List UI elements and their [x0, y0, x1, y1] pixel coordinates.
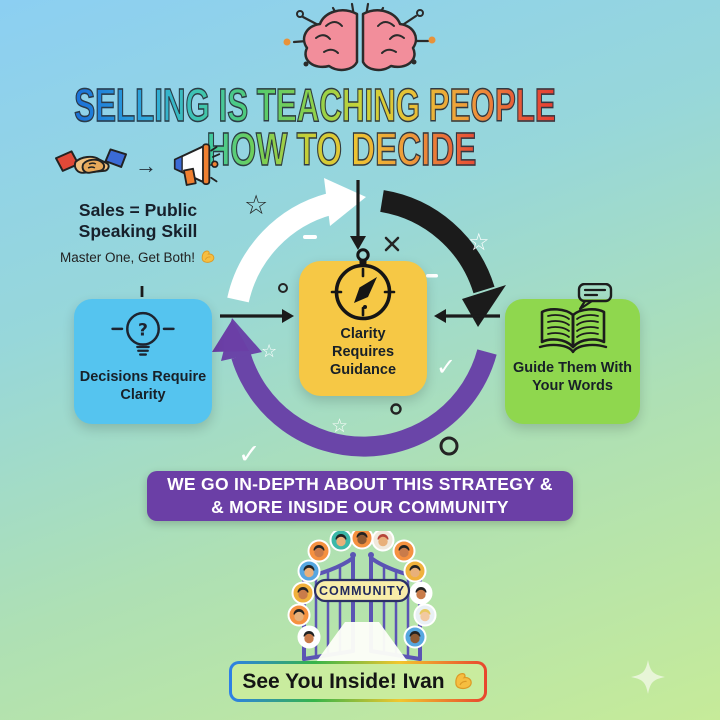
node-label: Clarity Requires Guidance: [329, 326, 397, 379]
banner-line-2: & MORE INSIDE OUR COMMUNITY: [211, 497, 509, 517]
right-node-arrow-head: [434, 309, 446, 323]
title-line-1-text: SELLING IS TEACHING PEOPLE: [74, 79, 556, 131]
star-decoration: ☆: [468, 228, 490, 256]
white-arc: [227, 193, 334, 303]
minus-decoration: [303, 235, 317, 239]
sales-heading: Sales = Public Speaking Skill: [78, 200, 198, 241]
title-line-1: SELLING IS TEACHING PEOPLE: [0, 79, 720, 131]
white-arc-arrowhead: [324, 178, 366, 226]
muscle-icon: [201, 250, 215, 263]
community-pill: [313, 578, 411, 603]
brain-icon: [283, 2, 436, 72]
cycle-arrows: [221, 178, 506, 457]
svg-text:?: ?: [138, 321, 148, 341]
black-arc-arrowhead: [462, 285, 506, 327]
handshake-icon: [54, 148, 128, 174]
ring-decoration: [390, 403, 402, 415]
footer-message: See You Inside! Ivan: [242, 669, 445, 693]
check-decoration: ✓: [238, 439, 261, 470]
sales-subheading: Master One, Get Both!: [59, 249, 196, 265]
sales-icons-row: →: [38, 140, 238, 192]
compass-icon: [330, 248, 396, 321]
node-label: Guide Them With Your Words: [512, 360, 633, 395]
title-line-2-text: HOW TO DECIDE: [206, 123, 477, 175]
star-decoration: ☆: [331, 415, 348, 437]
community-pill-label: COMMUNITY: [319, 584, 405, 598]
banner-line-1: WE GO IN-DEPTH ABOUT THIS STRATEGY &: [167, 473, 553, 494]
ring-decoration: [278, 283, 288, 293]
node-decisions-require-clarity: ? Decisions Require Clarity: [74, 299, 212, 424]
x-decoration: [384, 236, 400, 252]
left-node-arrow-head: [282, 309, 294, 323]
footer-signoff: See You Inside! Ivan: [229, 661, 487, 702]
purple-arc: [231, 349, 497, 457]
connector-arrows: [140, 180, 500, 323]
black-arc: [380, 190, 495, 294]
arrow-right-glyph: →: [135, 153, 157, 178]
sparkle-icon: [631, 660, 665, 694]
footer-signoff-inner: See You Inside! Ivan: [232, 664, 484, 699]
title-line-2: HOW TO DECIDE: [0, 123, 720, 175]
node-label: Decisions Require Clarity: [79, 369, 207, 404]
node-guide-them-with-your-words: Guide Them With Your Words: [505, 283, 640, 424]
star-decoration: ☆: [244, 190, 268, 221]
muscle-icon: [454, 673, 472, 690]
community-gates-illustration: COMMUNITY: [287, 531, 437, 662]
star-decoration: ☆: [261, 341, 277, 362]
gate-path: [316, 622, 408, 662]
down-arrow-head: [350, 236, 366, 250]
sales-subheading-row: Master One, Get Both!: [38, 249, 238, 265]
ring-decoration: [439, 436, 459, 456]
minus-decoration: [426, 274, 438, 278]
triangle-decoration: [212, 320, 249, 352]
community-banner: WE GO IN-DEPTH ABOUT THIS STRATEGY & & M…: [147, 471, 573, 521]
megaphone-icon: [173, 143, 221, 186]
open-book-icon: [538, 283, 612, 354]
member-avatars: [287, 531, 437, 649]
check-decoration: ✓: [436, 353, 456, 381]
sales-note: → Sales = Public Speaking Skill Master O…: [38, 140, 238, 265]
lightbulb-question-icon: ?: [111, 311, 175, 356]
scatter-decorations: ☆ ☆ ☆ ☆ ✓ ✓: [212, 190, 665, 694]
node-clarity-requires-guidance: Clarity Requires Guidance: [299, 248, 427, 396]
